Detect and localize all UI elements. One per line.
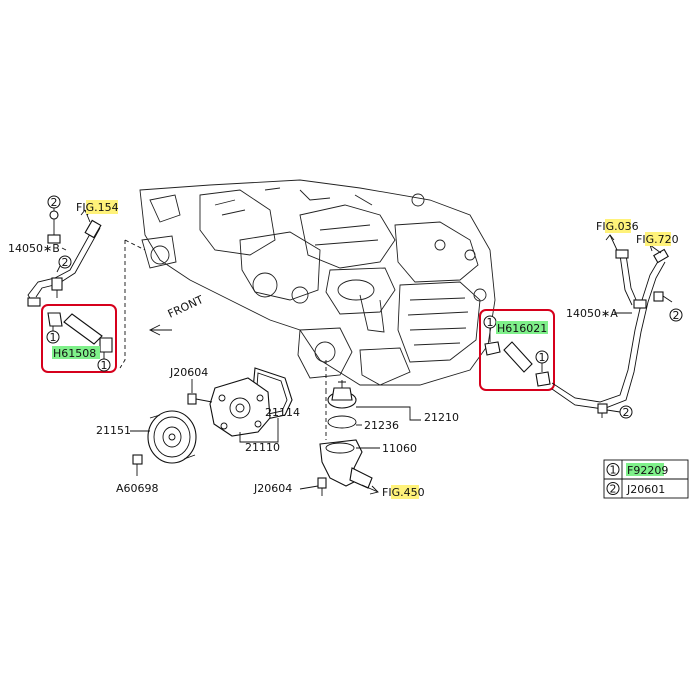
water-pump-group	[132, 367, 293, 476]
j20604-upper-label: J20604	[169, 366, 208, 379]
legend-row-1: 1 F92209	[606, 463, 668, 477]
kit-right-partno: H616021	[497, 322, 547, 335]
hose-a-label: 14050∗A	[566, 307, 618, 320]
svg-text:FIG.450: FIG.450	[382, 486, 425, 499]
right-hose-assembly: 2 2	[551, 248, 683, 419]
svg-text:FIG.720: FIG.720	[636, 233, 679, 246]
svg-text:2: 2	[51, 196, 58, 209]
left-kit-box[interactable]: 1 1 H61508	[41, 304, 117, 373]
svg-text:1: 1	[539, 351, 546, 364]
p21114-label: 21114	[265, 406, 300, 419]
right-red-box	[479, 309, 555, 391]
front-label: FRONT	[166, 293, 206, 321]
svg-text:FIG.154: FIG.154	[76, 201, 119, 214]
svg-text:1: 1	[50, 331, 57, 344]
kit-left-partno: H61508	[53, 347, 96, 360]
thermostat-group	[317, 360, 373, 496]
p21210-label: 21210	[424, 411, 459, 424]
fig-720-ref[interactable]: FIG.720	[636, 232, 679, 254]
front-arrow: FRONT	[148, 293, 206, 336]
svg-text:FIG.036: FIG.036	[596, 220, 639, 233]
p21236-label: 21236	[364, 419, 399, 432]
right-kit-box[interactable]: 1 1 H616021	[479, 309, 555, 391]
a60698-label: A60698	[116, 482, 159, 495]
j20604-lower-label: J20604	[253, 482, 292, 495]
legend-code-2: J20601	[626, 483, 665, 496]
p21151-label: 21151	[96, 424, 131, 437]
fig-036-ref[interactable]: FIG.036	[596, 219, 639, 251]
svg-text:2: 2	[623, 406, 630, 419]
p11060-label: 11060	[382, 442, 417, 455]
legend-row-2: 2 J20601	[606, 482, 665, 496]
legend-table: 1 F92209 2 J20601	[603, 459, 689, 499]
left-hose-assembly: 2 2	[27, 195, 102, 307]
svg-text:2: 2	[673, 309, 680, 322]
svg-text:2: 2	[62, 256, 69, 269]
svg-text:1: 1	[101, 359, 108, 372]
svg-text:1: 1	[487, 316, 494, 329]
fig-154-ref[interactable]: FIG.154	[76, 200, 119, 223]
svg-text:1: 1	[610, 464, 617, 477]
hose-b-label: 14050∗B	[8, 242, 60, 255]
callout-2-right-side	[669, 308, 683, 322]
legend-code-1: F92209	[627, 464, 668, 477]
engine-block	[139, 179, 496, 386]
fig-450-ref[interactable]: FIG.450	[361, 484, 425, 499]
svg-text:2: 2	[610, 483, 617, 496]
p21110-label: 21110	[245, 441, 280, 454]
callout-2-left-mid	[58, 255, 72, 269]
left-red-box	[41, 304, 117, 373]
